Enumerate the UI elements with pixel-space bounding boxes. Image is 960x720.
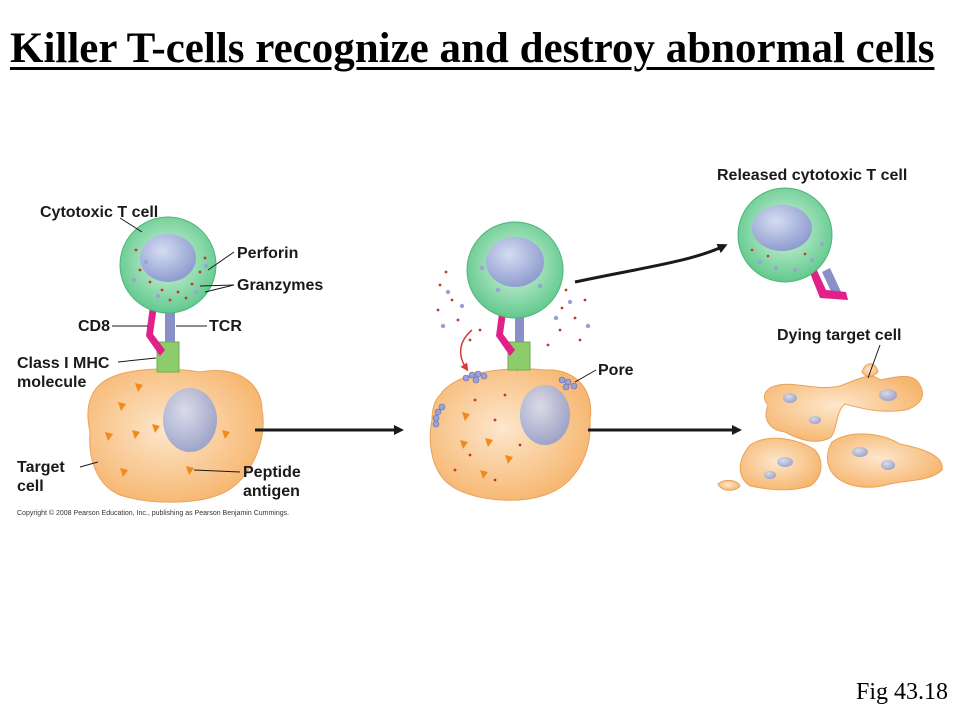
panel-dying-cell: Dying target cell [717, 327, 943, 491]
label-target-cell-2: cell [17, 478, 44, 495]
t-cell-nucleus-2 [486, 237, 544, 287]
figure-caption: Fig 43.18 [855, 679, 948, 705]
attacked-nucleus [520, 385, 570, 445]
label-pore: Pore [598, 362, 634, 379]
tcr-receptor-2 [515, 312, 524, 342]
panel-release: Released cytotoxic T cell [717, 167, 907, 300]
label-released-cytotoxic-t-cell: Released cytotoxic T cell [717, 167, 907, 184]
slide-title: Killer T-cells recognize and destroy abn… [10, 25, 935, 72]
granzyme-entry-arrow [459, 329, 473, 372]
label-tcr: TCR [209, 318, 242, 335]
granzyme-dots [134, 248, 207, 302]
released-t-cell-nucleus [752, 205, 812, 251]
release-arrow [574, 244, 728, 284]
dying-cell-fragment-4 [717, 479, 741, 491]
label-peptide-antigen-2: antigen [243, 483, 300, 500]
released-cd8 [808, 266, 848, 300]
label-perforin: Perforin [237, 245, 298, 262]
t-cell-nucleus [140, 234, 196, 282]
released-tcr [822, 268, 842, 298]
dying-cell-nuclei [764, 389, 897, 479]
perforin-dots [132, 260, 208, 298]
label-dying-target-cell: Dying target cell [777, 327, 901, 344]
label-cd8: CD8 [78, 318, 110, 335]
dying-cell-fragment-5 [861, 363, 879, 377]
panel-recognition: Cytotoxic T cell Perforin Granzymes CD8 … [17, 204, 323, 517]
pore-clusters [432, 370, 578, 428]
immune-response-diagram: Cytotoxic T cell Perforin Granzymes CD8 … [17, 167, 943, 517]
label-cytotoxic-t-cell: Cytotoxic T cell [40, 204, 158, 221]
label-granzymes: Granzymes [237, 277, 323, 294]
copyright-notice: Copyright © 2008 Pearson Education, Inc.… [17, 509, 289, 517]
released-particles [436, 265, 591, 347]
label-peptide-antigen-1: Peptide [243, 464, 301, 481]
dying-cell-fragment-1 [763, 375, 923, 442]
target-nucleus [163, 388, 217, 452]
tcr-receptor [165, 312, 175, 342]
cd8-coreceptor-2 [496, 306, 515, 356]
label-target-cell-1: Target [17, 459, 65, 476]
label-class-i-mhc-1: Class I MHC [17, 355, 110, 372]
label-class-i-mhc-2: molecule [17, 374, 86, 391]
cd8-coreceptor [146, 306, 165, 356]
panel-attack: Pore [429, 221, 634, 501]
granzymes-inside [453, 393, 522, 482]
